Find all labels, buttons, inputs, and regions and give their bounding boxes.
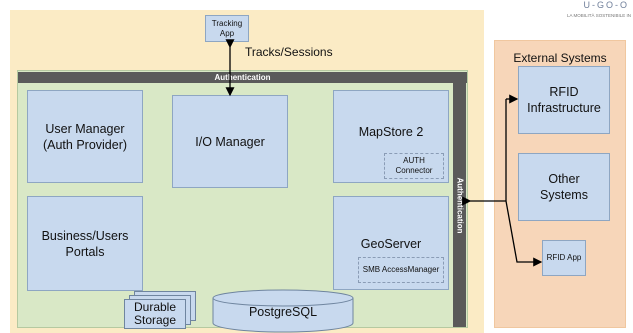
- io-manager-box: I/O Manager: [172, 95, 288, 188]
- geoserver-box: GeoServer SMB AccessManager: [333, 196, 449, 290]
- smb-accessmanager-box: SMB AccessManager: [358, 257, 444, 283]
- external-systems-title: External Systems: [513, 51, 607, 65]
- authentication-bar-label: Authentication: [214, 73, 271, 82]
- postgresql-label: PostgreSQL: [248, 305, 318, 319]
- tracks-sessions-label: Tracks/Sessions: [245, 45, 333, 59]
- geoserver-label: GeoServer: [360, 237, 422, 251]
- rfid-app-arrow: [505, 200, 543, 267]
- logo-text: U-GO-O: [583, 0, 629, 10]
- logo-subtitle: LA MOBILITÀ SOSTENIBILE IN: [566, 13, 631, 18]
- business-portals-box: Business/Users Portals: [27, 196, 143, 291]
- postgresql-cylinder: [212, 289, 354, 333]
- user-manager-box: User Manager (Auth Provider): [27, 90, 143, 183]
- authentication-side-bar: [453, 83, 466, 327]
- authentication-bar: Authentication: [18, 72, 467, 83]
- rfid-infrastructure-box: RFID Infrastructure: [518, 66, 610, 134]
- mapstore-label: MapStore 2: [358, 125, 424, 139]
- auth-connector-box: AUTH Connector: [384, 153, 444, 179]
- mapstore-box: MapStore 2 AUTH Connector: [333, 90, 449, 183]
- logo: U-GO-O LA MOBILITÀ SOSTENIBILE IN: [544, 0, 633, 24]
- durable-storage-box: Durable Storage: [124, 299, 186, 329]
- rfid-app-box: RFID App: [542, 240, 586, 276]
- other-systems-box: Other Systems: [518, 153, 610, 221]
